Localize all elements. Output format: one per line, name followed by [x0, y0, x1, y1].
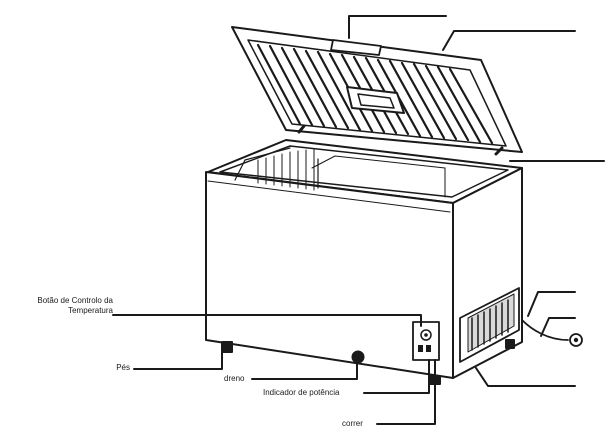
temperature-control-label: Botão de Controlo da Temperatura [5, 296, 113, 316]
control-panel [412, 321, 440, 361]
feet-label: Pés [116, 363, 130, 372]
leader-lines [112, 15, 605, 425]
temperature-control-label-line1: Botão de Controlo da [37, 296, 113, 305]
temperature-control-label-line2: Temperatura [68, 306, 113, 315]
foot-back-right [505, 339, 515, 349]
power-indicator-label: Indicador de potência [263, 388, 340, 397]
foot-front-left [221, 341, 233, 353]
freezer-cabinet [205, 139, 523, 379]
runner-label: correr [342, 419, 363, 428]
freezer-lid [231, 26, 523, 156]
drain-plug [351, 350, 365, 364]
drain-label: dreno [224, 374, 245, 383]
power-cord [521, 319, 583, 347]
compressor-grille [459, 287, 520, 363]
